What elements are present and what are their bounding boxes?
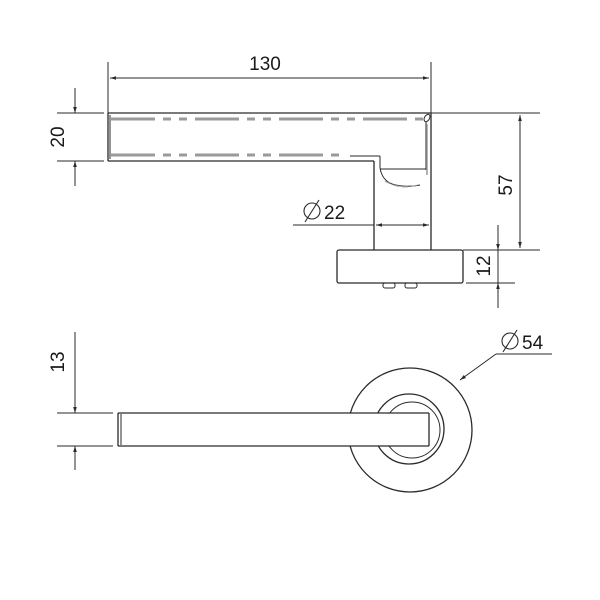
dimension-57 (463, 115, 540, 251)
label-22-value: 22 (324, 203, 345, 224)
dimension-12 (466, 225, 515, 308)
label-20: 20 (48, 126, 69, 147)
dimension-13 (57, 332, 113, 470)
label-diameter-22: 22 (303, 199, 345, 224)
label-57: 57 (496, 174, 517, 195)
dimension-130 (107, 62, 432, 113)
label-diameter-54: 54 (501, 329, 544, 354)
label-13: 13 (48, 351, 69, 372)
label-130: 130 (249, 54, 281, 75)
dimension-diameter-54 (459, 353, 552, 381)
rose-screws (382, 282, 418, 289)
top-view (57, 332, 552, 493)
label-54-value: 54 (522, 333, 544, 354)
rose-plate (336, 249, 464, 284)
lever-top-body (118, 413, 429, 446)
label-12: 12 (474, 255, 495, 276)
dimension-20 (57, 88, 104, 186)
lever-outline (107, 112, 432, 250)
side-view (57, 62, 540, 308)
hidden-lines (111, 117, 428, 188)
